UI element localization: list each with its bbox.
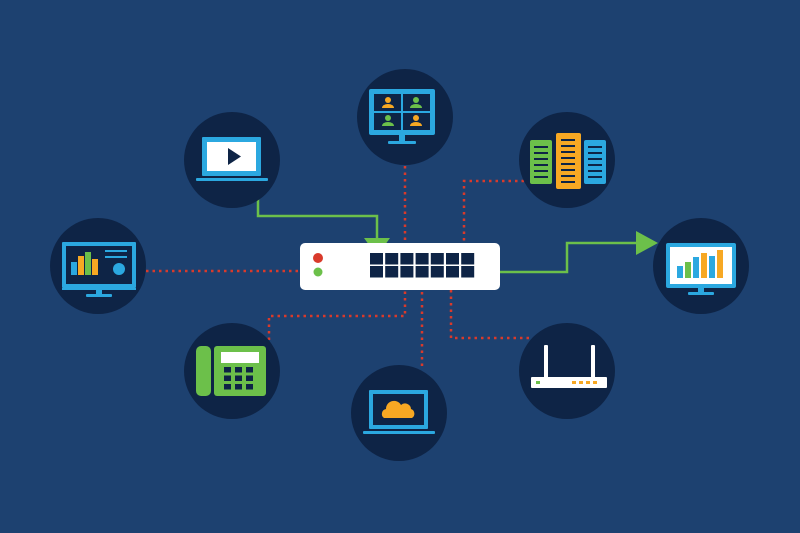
keypad-key — [246, 367, 253, 373]
keypad-key — [224, 375, 231, 381]
server-slot — [534, 158, 548, 160]
keypad-key — [246, 384, 253, 390]
server-slot — [561, 157, 575, 159]
server-slot — [561, 169, 575, 171]
switch-port — [461, 266, 475, 278]
connection-router-to-switch — [449, 277, 529, 340]
connection-switch-to-analytics — [480, 241, 638, 274]
switch-port — [430, 253, 444, 265]
server-slot — [561, 163, 575, 165]
server-slot — [588, 158, 602, 160]
status-led-red — [313, 253, 323, 263]
dashboard-monitor-icon — [62, 242, 136, 297]
laptop-play-icon — [196, 137, 268, 181]
keypad-key — [224, 367, 231, 373]
cloud-laptop-node — [351, 365, 447, 461]
switch-port — [400, 253, 414, 265]
server-slot — [561, 139, 575, 141]
switch-port — [461, 253, 475, 265]
analytics-monitor-node — [653, 218, 749, 314]
switch-port — [370, 253, 383, 265]
bar-chart-monitor-icon — [666, 243, 736, 295]
server-slot — [534, 176, 548, 178]
switch-port — [385, 253, 399, 265]
server-slot — [534, 164, 548, 166]
connections — [146, 166, 658, 366]
video-laptop-node — [184, 112, 280, 208]
switch-port — [370, 266, 383, 278]
desk-phone-icon — [196, 346, 266, 396]
ip-phone-node — [184, 323, 280, 419]
server-slot — [561, 175, 575, 177]
switch-port — [430, 266, 444, 278]
server-slot — [588, 146, 602, 148]
router-icon — [531, 345, 607, 388]
switch-port — [446, 266, 459, 278]
dashboard-monitor-node — [50, 218, 146, 314]
video-conference-node — [357, 69, 453, 165]
switch-port — [446, 253, 459, 265]
server-slot — [561, 181, 575, 183]
server-slot — [561, 145, 575, 147]
storage-servers-node — [519, 112, 615, 208]
wireless-router-node — [519, 323, 615, 419]
connection-storage-to-switch — [462, 179, 524, 262]
server-slot — [561, 151, 575, 153]
video-conference-monitor-icon — [369, 89, 435, 144]
server-slot — [588, 164, 602, 166]
nodes — [50, 69, 749, 461]
keypad-key — [235, 375, 242, 381]
switch-port — [400, 266, 414, 278]
network-switch — [300, 243, 500, 290]
status-led-green — [313, 267, 323, 277]
switch-ports — [370, 253, 475, 278]
connection-video-laptop-to-switch — [256, 197, 379, 240]
server-slot — [534, 170, 548, 172]
server-slot — [534, 152, 548, 154]
server-rack-icon — [530, 133, 606, 189]
server-slot — [588, 152, 602, 154]
keypad-key — [246, 375, 253, 381]
switch-port — [415, 266, 429, 278]
keypad-key — [224, 384, 231, 390]
server-slot — [588, 170, 602, 172]
arrowhead-to-analytics — [636, 231, 658, 255]
keypad-key — [235, 367, 242, 373]
server-slot — [588, 176, 602, 178]
keypad-key — [235, 384, 242, 390]
switch-port — [415, 253, 429, 265]
cloud-laptop-icon — [363, 390, 435, 434]
server-slot — [534, 146, 548, 148]
connection-phone-to-switch — [267, 277, 407, 340]
node-circle — [519, 323, 615, 419]
switch-port — [385, 266, 399, 278]
